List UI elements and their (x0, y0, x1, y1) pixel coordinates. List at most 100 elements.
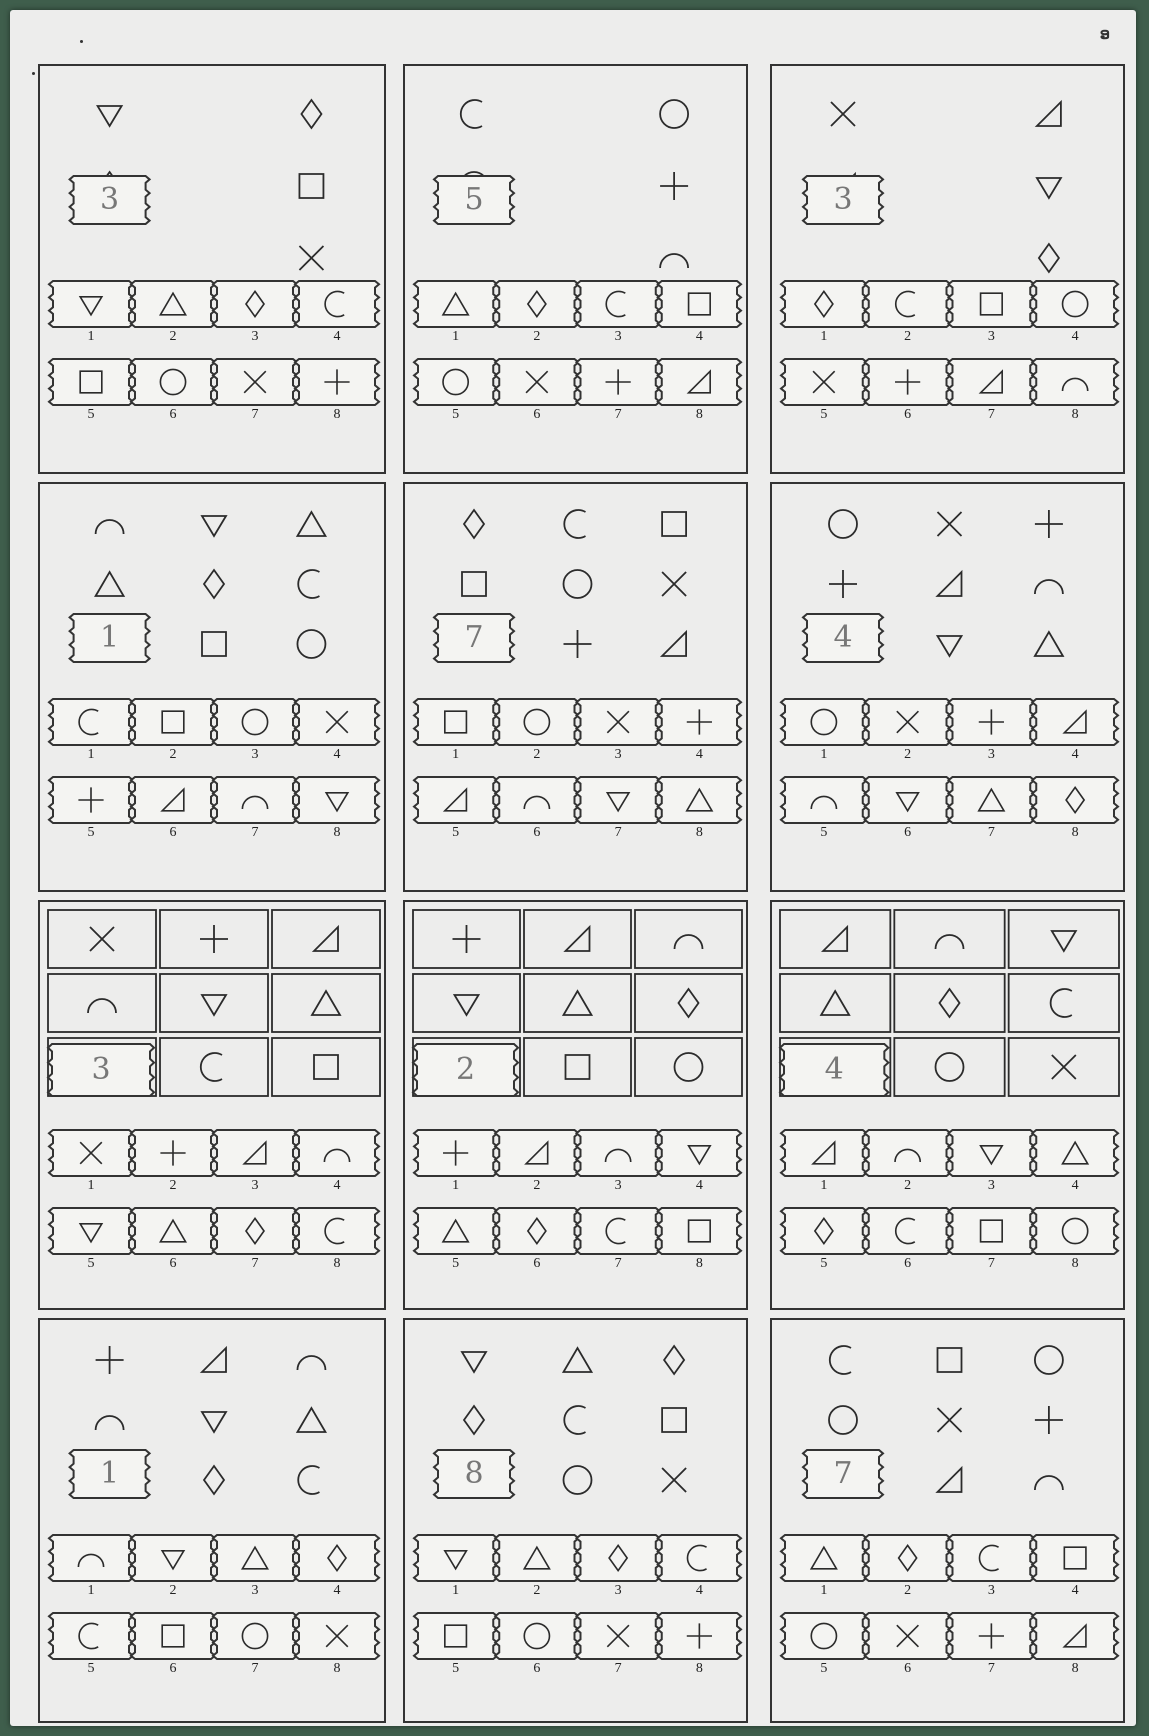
answer-option-box[interactable] (414, 699, 497, 745)
answer-option-box[interactable] (781, 699, 867, 745)
answer-option-box[interactable] (865, 1535, 951, 1581)
answer-option-box[interactable] (949, 1130, 1035, 1176)
written-answer: 4 (813, 620, 873, 655)
answer-option-box[interactable] (131, 1613, 215, 1659)
answer-option-box[interactable] (295, 1130, 379, 1176)
answer-option-box[interactable] (213, 1613, 297, 1659)
answer-option-box[interactable] (213, 1208, 297, 1254)
panel-drawing (405, 902, 750, 1312)
answer-option-box[interactable] (495, 699, 578, 745)
answer-option-box[interactable] (49, 699, 133, 745)
answer-option-box[interactable] (865, 777, 951, 823)
answer-option-box[interactable] (495, 777, 578, 823)
answer-option-number: 1 (81, 1583, 101, 1599)
answer-option-number: 6 (163, 1661, 183, 1677)
answer-option-box[interactable] (131, 359, 215, 405)
answer-option-box[interactable] (781, 777, 867, 823)
answer-option-box[interactable] (49, 1613, 133, 1659)
answer-option-box[interactable] (658, 1535, 741, 1581)
answer-option-box[interactable] (495, 1613, 578, 1659)
answer-option-box[interactable] (1032, 777, 1118, 823)
answer-option-box[interactable] (949, 777, 1035, 823)
answer-option-box[interactable] (295, 1535, 379, 1581)
answer-option-box[interactable] (865, 281, 951, 327)
answer-option-box[interactable] (495, 1535, 578, 1581)
matrix-figure (829, 570, 857, 598)
answer-option-box[interactable] (49, 359, 133, 405)
answer-option-box[interactable] (414, 1208, 497, 1254)
answer-option-box[interactable] (495, 281, 578, 327)
answer-option-box[interactable] (49, 1535, 133, 1581)
answer-option-box[interactable] (131, 1535, 215, 1581)
answer-option-box[interactable] (781, 1208, 867, 1254)
answer-option-box[interactable] (658, 777, 741, 823)
written-answer: 4 (804, 1052, 864, 1087)
answer-option-box[interactable] (1032, 1208, 1118, 1254)
answer-option-box[interactable] (781, 1535, 867, 1581)
answer-option-box[interactable] (131, 699, 215, 745)
answer-option-number: 3 (245, 747, 265, 763)
answer-option-box[interactable] (577, 281, 660, 327)
matrix-figure (462, 1352, 486, 1372)
panel-drawing (40, 902, 388, 1312)
answer-option-box[interactable] (865, 1130, 951, 1176)
matrix-figure (660, 254, 688, 268)
matrix-figure (938, 1468, 962, 1492)
answer-option-box[interactable] (495, 1208, 578, 1254)
answer-option-number: 3 (608, 747, 628, 763)
written-answer: 1 (80, 1456, 140, 1491)
matrix-figure (202, 632, 226, 656)
answer-option-box[interactable] (49, 281, 133, 327)
answer-option-box[interactable] (781, 281, 867, 327)
picture-cell (413, 974, 520, 1032)
answer-option-box[interactable] (1032, 1130, 1118, 1176)
answer-option-box[interactable] (949, 1208, 1035, 1254)
answer-option-number: 3 (981, 1178, 1001, 1194)
answer-option-number: 1 (446, 747, 466, 763)
answer-option-box[interactable] (131, 1208, 215, 1254)
answer-option-box[interactable] (131, 281, 215, 327)
picture-figure (453, 925, 481, 953)
answer-option-box[interactable] (577, 1535, 660, 1581)
answer-option-box[interactable] (577, 1208, 660, 1254)
answer-option-box[interactable] (1032, 281, 1118, 327)
answer-option-box[interactable] (414, 1613, 497, 1659)
answer-option-box[interactable] (865, 1208, 951, 1254)
puzzle-panel: 412345678 (770, 900, 1125, 1310)
matrix-figure (297, 1356, 325, 1370)
answer-option-box[interactable] (295, 281, 379, 327)
puzzle-panel: 412345678 (770, 482, 1125, 892)
answer-option-box[interactable] (414, 1535, 497, 1581)
page-corner-mark: ອ (1100, 24, 1110, 44)
puzzle-panel: 512345678 (403, 64, 748, 474)
answer-option-box[interactable] (658, 1208, 741, 1254)
answer-option-box[interactable] (213, 699, 297, 745)
answer-option-number: 8 (327, 1256, 347, 1272)
picture-cell (1009, 910, 1119, 968)
answer-option-number: 4 (327, 1583, 347, 1599)
answer-option-box[interactable] (295, 1208, 379, 1254)
written-answer: 3 (71, 1052, 131, 1087)
answer-option-box[interactable] (949, 1535, 1035, 1581)
answer-option-box[interactable] (213, 777, 297, 823)
answer-option-box[interactable] (577, 777, 660, 823)
answer-option-box[interactable] (414, 359, 497, 405)
answer-option-number: 3 (608, 1178, 628, 1194)
answer-option-box[interactable] (49, 1208, 133, 1254)
answer-option-box[interactable] (577, 1130, 660, 1176)
answer-option-box[interactable] (658, 281, 741, 327)
answer-option-box[interactable] (295, 777, 379, 823)
answer-option-box[interactable] (658, 1130, 741, 1176)
answer-option-number: 4 (689, 1178, 709, 1194)
answer-option-number: 6 (898, 825, 918, 841)
matrix-figure (98, 106, 122, 126)
answer-option-number: 5 (446, 1661, 466, 1677)
answer-option-box[interactable] (949, 281, 1035, 327)
answer-option-box[interactable] (1032, 359, 1118, 405)
answer-option-box[interactable] (1032, 1535, 1118, 1581)
answer-option-box[interactable] (781, 1613, 867, 1659)
answer-option-number: 2 (163, 1583, 183, 1599)
answer-option-box[interactable] (213, 281, 297, 327)
answer-option-box[interactable] (213, 1535, 297, 1581)
answer-option-box[interactable] (414, 281, 497, 327)
